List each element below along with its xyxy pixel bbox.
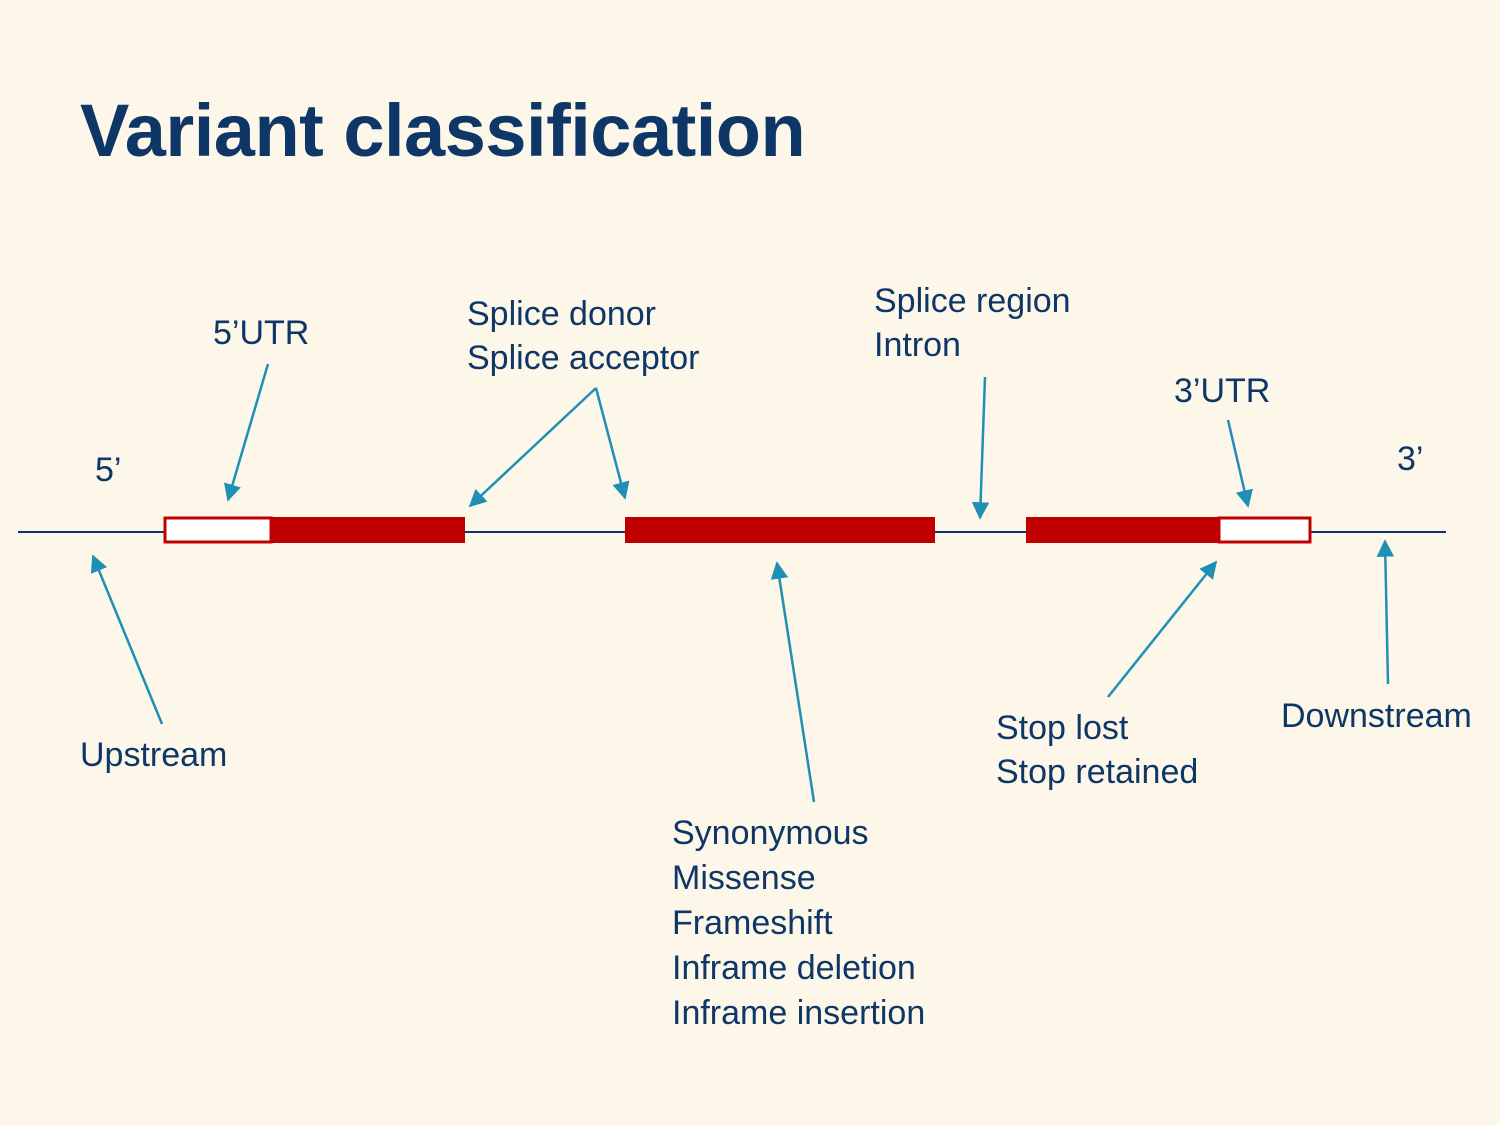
label-missense: Missense — [672, 859, 816, 897]
label-upstream: Upstream — [80, 736, 228, 774]
arrow-stop — [1107, 560, 1218, 698]
label-splice-region: Splice region — [874, 282, 1071, 320]
arrow-utr3 — [1226, 419, 1253, 508]
label-stop-group: Stop lost Stop retained — [996, 706, 1198, 794]
label-splice: Splice donor Splice acceptor — [467, 292, 699, 380]
arrow-utr5 — [224, 363, 270, 502]
arrow-intron — [971, 376, 990, 520]
arrow-upstream — [90, 554, 164, 725]
arrow-splice-acceptor — [594, 387, 630, 500]
label-splice-donor: Splice donor — [467, 295, 657, 333]
label-5prime-end: 5’ — [95, 451, 122, 489]
arrow-coding — [770, 561, 816, 803]
label-inframe-insertion: Inframe insertion — [672, 994, 926, 1032]
label-stop-lost: Stop lost — [996, 709, 1129, 747]
label-intron-group: Splice region Intron — [874, 279, 1071, 367]
label-synonymous: Synonymous — [672, 814, 869, 852]
exon-2-coding — [625, 517, 935, 543]
exon-3-coding — [1026, 517, 1219, 543]
label-downstream: Downstream — [1281, 697, 1472, 735]
exon-3-utr3 — [1217, 516, 1312, 544]
label-intron: Intron — [874, 326, 961, 364]
exon-1-coding — [271, 517, 465, 543]
label-inframe-deletion: Inframe deletion — [672, 949, 916, 987]
label-3prime-end: 3’ — [1397, 440, 1424, 478]
label-utr3: 3’UTR — [1174, 372, 1271, 410]
label-frameshift: Frameshift — [672, 904, 833, 942]
label-utr5: 5’UTR — [213, 314, 310, 352]
page-title: Variant classification — [80, 89, 806, 172]
label-stop-retained: Stop retained — [996, 753, 1199, 791]
exon-1-utr5 — [163, 516, 273, 544]
arrow-splice-donor — [468, 387, 597, 508]
label-splice-acceptor: Splice acceptor — [467, 339, 700, 377]
label-coding-group: Synonymous Missense Frameshift Inframe d… — [672, 811, 925, 1036]
arrow-downstream — [1376, 539, 1395, 685]
